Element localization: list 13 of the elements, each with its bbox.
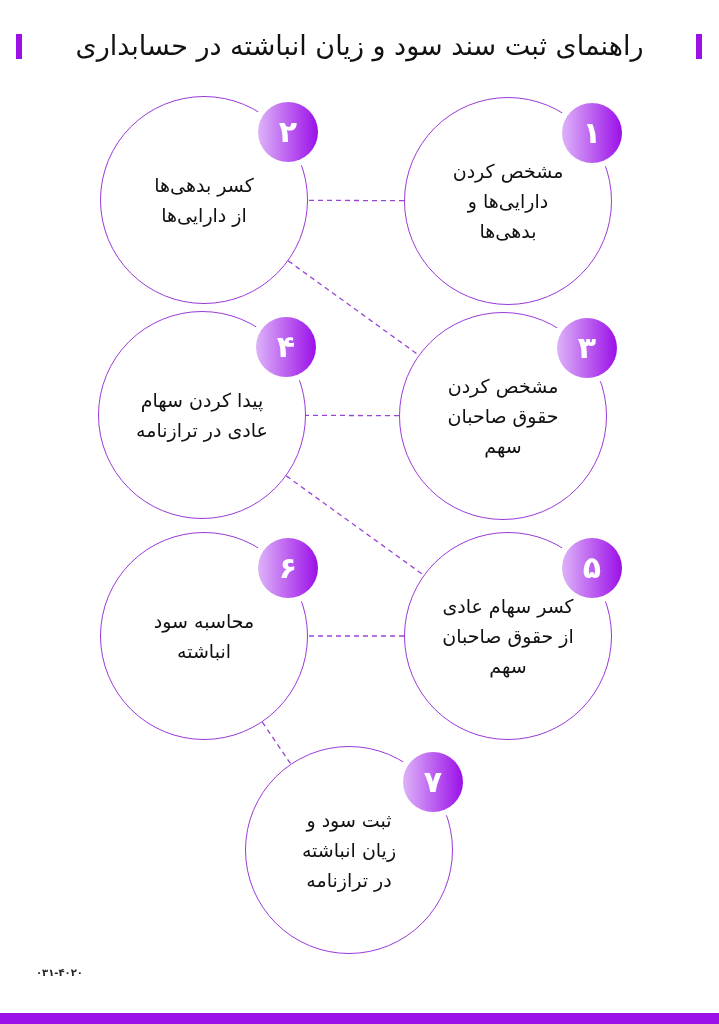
title: راهنمای ثبت سند سود و زیان انباشته در حسابداری xyxy=(74,29,645,64)
step-text: ثبت سود و زیان انباشته در ترازنامه xyxy=(300,808,398,894)
dashed-connector xyxy=(307,199,405,202)
step-text: کسر بدهی‌ها از دارایی‌ها xyxy=(153,173,255,229)
dashed-connector xyxy=(307,635,405,637)
step-text: مشخص کردن حقوق صاحبان سهم xyxy=(446,374,560,460)
step-text: پیدا کردن سهام عادی در ترازنامه xyxy=(135,388,269,444)
phone-number: ۰۳۱-۴۰۲۰ xyxy=(36,967,83,978)
dashed-connector xyxy=(305,414,400,417)
step-text: مشخص کردن دارایی‌ها و بدهی‌ها xyxy=(451,159,565,244)
dashed-connector xyxy=(285,475,425,576)
step-text: محاسبه سود انباشته xyxy=(152,609,256,664)
dashed-connector xyxy=(261,721,292,765)
